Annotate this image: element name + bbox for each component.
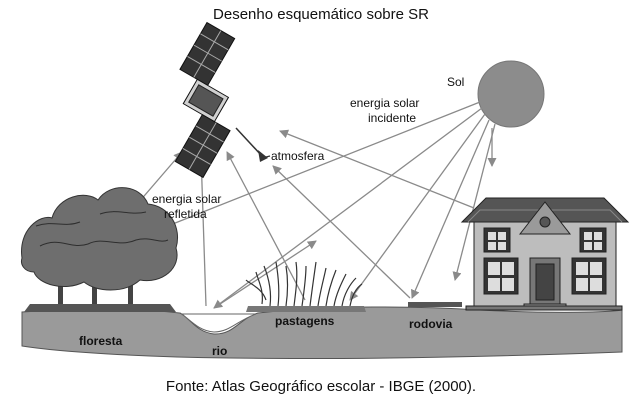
reflected-energy-label-line1: energia solar xyxy=(152,192,221,206)
sun xyxy=(477,60,545,128)
source-caption: Fonte: Atlas Geográfico escolar - IBGE (… xyxy=(165,378,477,395)
forest xyxy=(21,187,178,312)
sun-label: Sol xyxy=(447,75,464,89)
incident-energy-label-line1: energia solar xyxy=(350,96,419,110)
forest-label: floresta xyxy=(79,334,123,348)
incident-rays xyxy=(149,101,497,309)
figure-title: Desenho esquemático sobre SR xyxy=(213,6,429,23)
atmosphere-label: atmosfera xyxy=(271,149,325,163)
pasture xyxy=(245,261,363,307)
river-water xyxy=(180,313,257,333)
reflected-energy-label-line2: refletida xyxy=(164,207,207,221)
house xyxy=(460,197,630,311)
road-label: rodovia xyxy=(409,317,453,331)
satellite xyxy=(174,21,268,179)
atmosphere-pointer xyxy=(261,155,271,159)
pasture-label: pastagens xyxy=(275,314,335,328)
road-surface xyxy=(408,302,462,307)
pasture-base xyxy=(246,306,366,312)
river-label: rio xyxy=(212,344,227,358)
incident-energy-label-line2: incidente xyxy=(368,111,416,125)
